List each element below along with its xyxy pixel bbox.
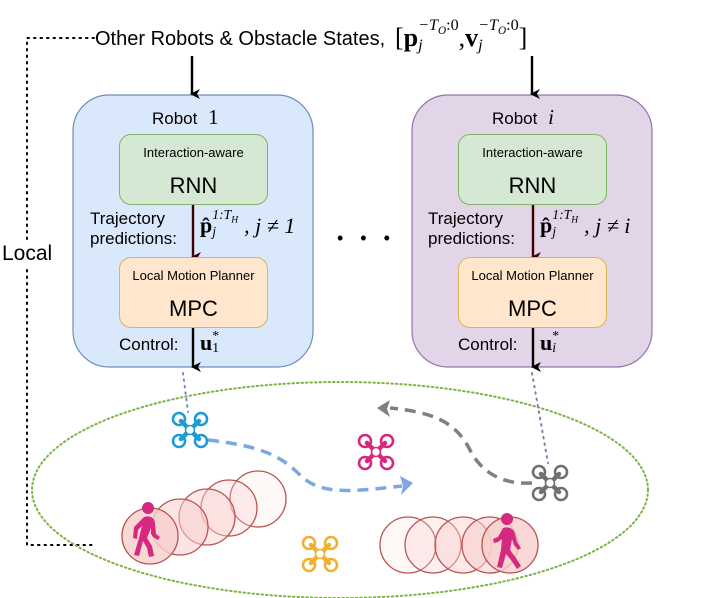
blue-trajectory-arrowhead [400,476,413,495]
robot-i-control-sub: i [552,339,557,355]
blue-drone-trajectory [207,438,403,493]
robot-i-control-sup: * [552,327,560,343]
pedestrian-1-icon [133,502,160,557]
robot-1-trajectory-label: Trajectory predictions: [90,209,177,249]
robot-1-control-sub: 1 [212,339,220,355]
robot-i-rnn-box: Interaction-aware RNN [458,134,607,205]
robot-1-title-text: Robot [152,109,198,128]
drone-blue-icon [173,413,207,447]
robot-i-pred-sub: j [552,224,557,240]
robot-1-title: Robot 1 [152,105,219,130]
drone-magenta-icon [359,435,393,469]
robot-1-mpc-box: Local Motion Planner MPC [119,257,268,328]
robot-1-rnn-title: RNN [169,173,218,198]
math-v-sup-tail: :0 [506,17,519,34]
drone-orange-icon [303,537,337,571]
math-v-sub: j [478,36,483,54]
math-p-sup: −T [418,17,438,34]
robot-1-trajectory-line1: Trajectory [90,209,165,228]
robot-1-trajectory-line2: predictions: [90,229,177,248]
robot-i-pred-sup-sub: H [571,214,579,226]
robot-i-mpc-title: MPC [508,296,557,321]
robot-i-link [531,372,549,464]
gray-drone-trajectory [389,406,533,485]
robot-i-pred-sup: 1:T [552,207,572,222]
local-label: Local [2,240,53,268]
robot-1-mpc-subtitle: Local Motion Planner [132,268,255,283]
robot-i-control-math: u*i [540,327,560,357]
pedestrian-2-icon [493,513,521,569]
robot-1-index: 1 [208,105,219,129]
robot-1-control-sup: * [212,327,220,343]
robot-1-pred-sup-sub: H [231,214,239,226]
states-label: Other Robots & Obstacle States, [95,28,386,50]
robot-1-link [182,372,189,413]
robot-i-mpc-box: Local Motion Planner MPC [458,257,607,328]
drone-gray-icon [533,466,567,500]
robot-i-rnn-title: RNN [508,173,557,198]
robot-i-trajectory-line1: Trajectory [428,209,503,228]
robot-i-trajectory-label: Trajectory predictions: [428,209,515,249]
math-p: p [403,22,419,52]
robot-i-title: Robot i [492,105,554,130]
math-bracket-close: ] [518,22,528,52]
robot-1-control-label: Control: [119,335,179,354]
robot-i-mpc-subtitle: Local Motion Planner [471,268,594,283]
robot-i-control-label: Control: [458,335,518,354]
math-p-sub: j [418,36,423,54]
robot-i-pred-symbol: p̂ [540,212,553,238]
math-bracket-open: [ [395,22,404,52]
robot-i-rnn-subtitle: Interaction-aware [482,145,583,160]
robots-ellipsis: • • • [337,228,396,248]
robot-1-pred-sup: 1:T [212,207,232,222]
robot-i-index: i [548,105,554,129]
math-p-sup-sub: O [437,25,447,38]
robot-1-pred-condition: , j ≠ 1 [244,212,296,238]
robot-i-title-text: Robot [492,109,538,128]
robot-1-mpc-title: MPC [169,296,218,321]
robot-i-pred-condition: , j ≠ i [584,212,631,238]
gray-trajectory-arrowhead [377,400,390,417]
environment-ellipse [31,381,649,598]
robot-1-control-math: u*1 [200,327,220,357]
math-p-sup-tail: :0 [446,17,459,34]
robot-1-rnn-box: Interaction-aware RNN [119,134,268,205]
robot-1-control-symbol: u [200,330,213,355]
math-v: v [465,22,479,52]
math-comma: , [458,22,466,52]
robot-i-trajectory-line2: predictions: [428,229,515,248]
local-bracket [26,37,95,546]
robot-i-control-symbol: u [540,330,553,355]
robot-1-pred-sub: j [212,224,217,240]
robot-1-pred-symbol: p̂ [200,212,213,238]
math-v-sup-sub: O [498,25,507,38]
math-v-sup: −T [478,17,498,34]
robot-1-rnn-subtitle: Interaction-aware [143,145,244,160]
